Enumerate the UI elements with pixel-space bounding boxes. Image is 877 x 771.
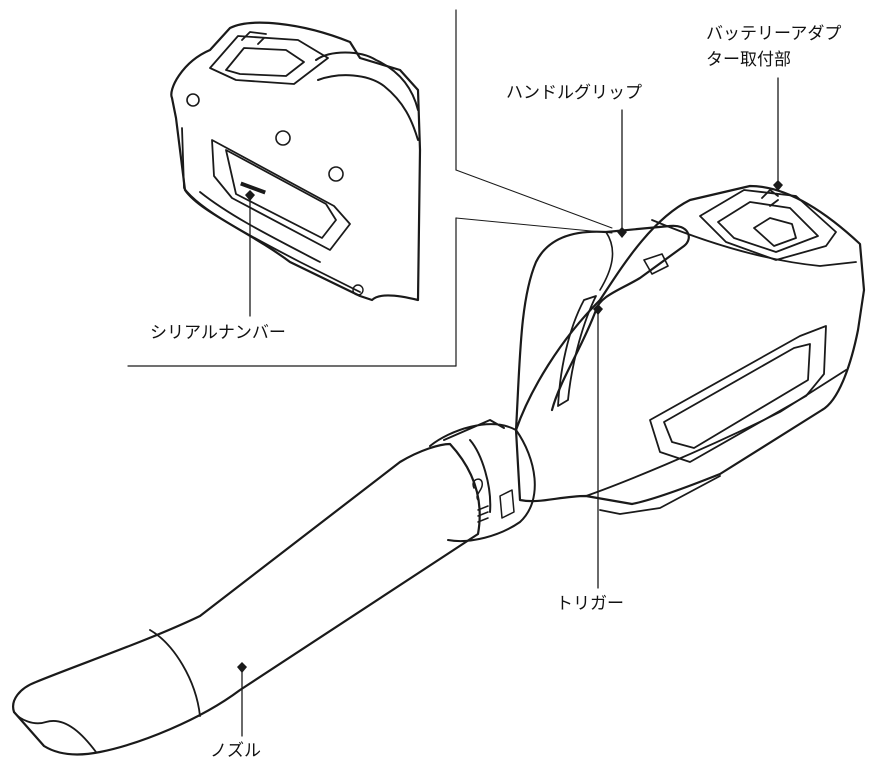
inset-pointer-lower bbox=[455, 217, 613, 234]
motor-housing bbox=[514, 184, 866, 506]
battery-adapter-mount bbox=[699, 189, 837, 261]
blower-body bbox=[12, 184, 866, 756]
serial-number-plate bbox=[240, 181, 266, 195]
marker-battery-adapter bbox=[773, 180, 783, 191]
nozzle-section-line bbox=[149, 629, 201, 717]
inset-detail bbox=[127, 9, 613, 367]
label-trigger: トリガー bbox=[556, 594, 624, 614]
marker-trigger bbox=[593, 304, 603, 315]
housing-side-panel bbox=[649, 325, 827, 463]
label-serial-number: シリアルナンバー bbox=[150, 323, 286, 343]
housing-lower-edge bbox=[585, 369, 847, 515]
label-battery-adapter-mount-line2: ター取付部 bbox=[706, 50, 791, 70]
marker-handle-grip bbox=[617, 227, 627, 238]
inset-screw-1 bbox=[186, 93, 200, 107]
label-handle-grip: ハンドルグリップ bbox=[506, 83, 642, 103]
housing-top-ridge bbox=[651, 219, 857, 267]
inset-lower-edge bbox=[181, 127, 361, 293]
nozzle-tip bbox=[13, 711, 97, 753]
trigger-shape bbox=[557, 295, 597, 407]
handle-grip-shape bbox=[514, 224, 690, 432]
nozzle-tube bbox=[12, 442, 481, 756]
joint-symbols bbox=[472, 478, 515, 523]
inset-handle bbox=[315, 51, 419, 141]
inset-screw-3 bbox=[328, 166, 344, 182]
inset-battery-slot bbox=[209, 31, 329, 85]
label-nozzle: ノズル bbox=[210, 741, 261, 761]
inset-screw-4 bbox=[352, 284, 364, 296]
marker-nozzle bbox=[237, 662, 247, 673]
leader-markers bbox=[237, 180, 783, 673]
inset-pointer-upper bbox=[455, 169, 613, 229]
inset-screw-2 bbox=[275, 130, 291, 146]
label-battery-adapter-mount-line1: バッテリーアダプ bbox=[706, 24, 842, 44]
nozzle-joint bbox=[429, 419, 536, 542]
marker-serial-number bbox=[245, 190, 255, 201]
inset-side-panel bbox=[211, 139, 351, 251]
leader-lines bbox=[241, 77, 779, 737]
handle-inner-edge bbox=[599, 231, 669, 291]
